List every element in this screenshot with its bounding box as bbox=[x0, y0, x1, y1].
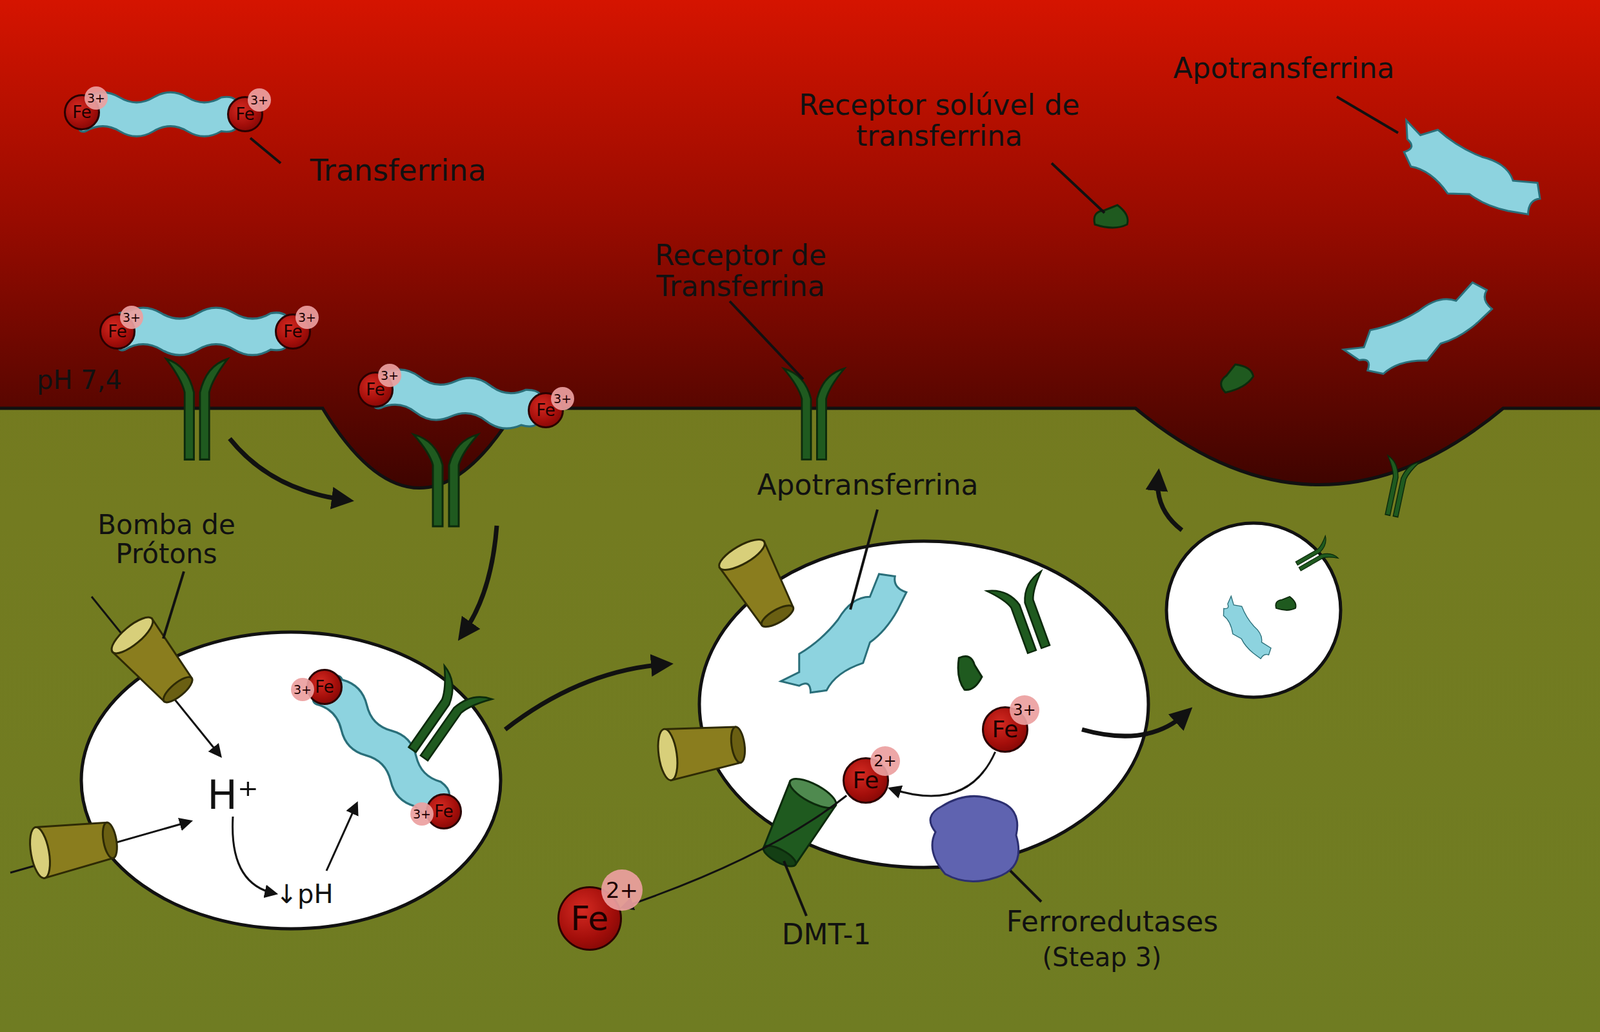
charge-badge: 3+ bbox=[120, 305, 144, 330]
dmt1-transporter bbox=[753, 773, 840, 875]
charge-badge: 3+ bbox=[84, 86, 108, 110]
iron-ion: Fe3+ bbox=[981, 706, 1029, 753]
iron-ion: Fe3+ bbox=[63, 94, 100, 131]
proton-pump bbox=[655, 718, 749, 782]
charge-badge: 3+ bbox=[378, 363, 402, 388]
charge-badge: 3+ bbox=[247, 88, 271, 112]
process-arrow bbox=[229, 438, 346, 500]
charge-badge: 3+ bbox=[1009, 695, 1040, 726]
iron-ion: Fe2+ bbox=[557, 886, 622, 951]
soluble-receptor bbox=[1275, 596, 1296, 611]
iron-ion: Fe3+ bbox=[99, 313, 136, 350]
transferrin-receptor bbox=[394, 665, 492, 771]
iron-ion: Fe3+ bbox=[357, 371, 394, 408]
charge-badge: 3+ bbox=[295, 305, 319, 330]
label-text: Bomba de Prótons bbox=[79, 510, 254, 570]
transferrin-receptor bbox=[1375, 455, 1420, 519]
proton-pump bbox=[714, 534, 803, 635]
iron-ion: Fe3+ bbox=[425, 793, 462, 830]
charge-badge: 2+ bbox=[601, 869, 643, 911]
process-arrow bbox=[505, 664, 665, 730]
label-text: Ferroredutases bbox=[1006, 906, 1219, 938]
process-arrow bbox=[1081, 713, 1186, 737]
element-symbol: Fe bbox=[570, 901, 609, 936]
apotransferrin bbox=[776, 567, 922, 713]
element-symbol: Fe bbox=[434, 803, 454, 820]
leader-lines bbox=[163, 96, 1399, 917]
transferrin-receptor bbox=[986, 570, 1066, 659]
recycling-vesicle bbox=[1166, 523, 1341, 698]
process-arrow bbox=[326, 805, 357, 871]
label-text: DMT-1 bbox=[781, 919, 872, 951]
iron-ion: Fe3+ bbox=[306, 669, 343, 706]
label-text: pH 7,4 bbox=[36, 366, 122, 395]
process-arrow bbox=[463, 525, 497, 634]
soluble-receptor bbox=[955, 654, 984, 691]
blood-plasma bbox=[0, 0, 1600, 489]
charge-badge: 3+ bbox=[550, 387, 575, 411]
label-text: (Steap 3) bbox=[1042, 943, 1162, 972]
label-text: Apotransferrina bbox=[1172, 52, 1395, 84]
proton-path bbox=[91, 596, 220, 755]
iron-ion: Fe3+ bbox=[227, 96, 264, 133]
label-text: Transferrina bbox=[309, 154, 486, 188]
charge-badge: 3+ bbox=[290, 678, 315, 702]
transferrin-receptor bbox=[1291, 536, 1339, 579]
ion-flow-arrow bbox=[890, 752, 996, 797]
label-text: Receptor de Transferrina bbox=[630, 240, 851, 302]
process-arrow bbox=[1157, 477, 1182, 531]
transferrin-receptor bbox=[413, 434, 479, 528]
label-text: Apotransferrina bbox=[756, 469, 979, 501]
transferrin-receptor bbox=[166, 358, 228, 460]
ferroreductase bbox=[930, 796, 1019, 882]
apotransferrin bbox=[1340, 278, 1503, 391]
element-symbol: Fe bbox=[314, 678, 335, 696]
apotransferrin bbox=[1385, 114, 1546, 233]
soluble-receptor bbox=[1214, 359, 1256, 396]
transferrin-receptor bbox=[783, 368, 845, 460]
proton-pump bbox=[106, 612, 202, 712]
charge-badge: 3+ bbox=[410, 802, 434, 826]
charge-badge: 2+ bbox=[870, 746, 900, 777]
label-text: ↓pH bbox=[276, 880, 334, 909]
proton-pump bbox=[26, 814, 121, 880]
ion-flow-arrow bbox=[622, 796, 847, 908]
apotransferrin bbox=[1214, 594, 1273, 666]
iron-ion: Fe3+ bbox=[274, 313, 311, 350]
label-text: H⁺ bbox=[207, 774, 259, 818]
iron-ion: Fe3+ bbox=[527, 392, 564, 429]
iron-ion: Fe2+ bbox=[842, 757, 890, 804]
process-arrow bbox=[232, 816, 275, 894]
label-text: Receptor solúvel de transferrina bbox=[797, 89, 1082, 151]
